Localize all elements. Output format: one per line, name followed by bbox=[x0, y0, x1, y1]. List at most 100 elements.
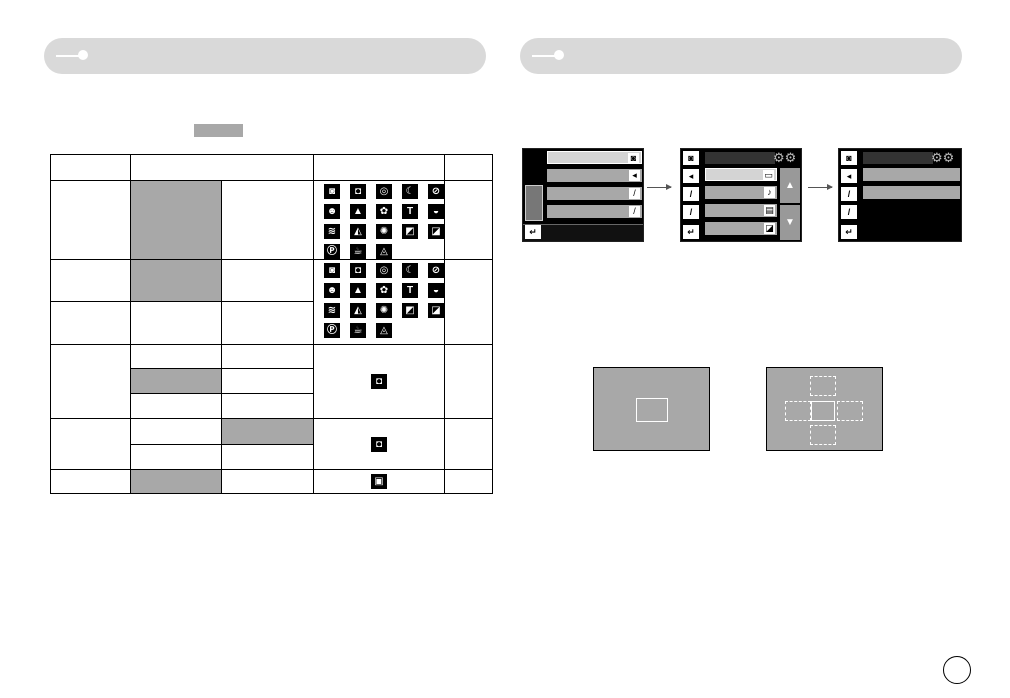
settings2-icon[interactable]: / bbox=[683, 205, 699, 219]
menu-row[interactable]: ◂ bbox=[547, 169, 642, 182]
program-icon: ◘ bbox=[371, 374, 387, 389]
cafe-icon: ☕ bbox=[350, 244, 366, 259]
table-icon-cell: ▣ bbox=[313, 469, 445, 494]
focus-frame-dashed bbox=[837, 401, 863, 421]
table-header-cell bbox=[130, 154, 314, 181]
macro-icon: ✿ bbox=[376, 204, 392, 219]
camera-icon: ◙ bbox=[628, 153, 639, 164]
dual-is-icon: ◎ bbox=[376, 184, 392, 199]
focus-frame-dashed bbox=[810, 425, 836, 445]
table-cell-shaded bbox=[130, 259, 222, 302]
scroll-up-button[interactable]: ▲ bbox=[780, 168, 800, 203]
submenu-row[interactable]: ▤ bbox=[705, 204, 777, 217]
focus-frame-dashed bbox=[810, 376, 836, 396]
program-icon: ◘ bbox=[371, 436, 387, 452]
camera-screen-2: ◙ ⚙⚙ ◂ / / ↵ ▭ ♪ ▤ ◪ ▲ ▼ bbox=[680, 148, 802, 242]
submenu-row[interactable]: ◪ bbox=[705, 222, 777, 235]
settings-table: ◙◘◎☾⊘☻▲✿T◒≋◭✺◩◪Ⓟ☕◬ ◙◘◎☾⊘☻▲✿T◒≋◭✺◩◪Ⓟ☕◬ ◘ bbox=[50, 154, 493, 494]
settings1-icon[interactable]: / bbox=[841, 187, 857, 201]
back-icon[interactable]: ↵ bbox=[525, 225, 541, 239]
night-icon: ☾ bbox=[402, 263, 418, 278]
settings1-icon: / bbox=[629, 188, 640, 199]
camera-icon: ◙ bbox=[683, 151, 699, 165]
side-scroll-panel[interactable] bbox=[525, 185, 543, 221]
self-shot-icon: ◪ bbox=[428, 224, 444, 239]
table-cell bbox=[50, 418, 131, 470]
sound-icon[interactable]: ◂ bbox=[841, 169, 857, 183]
children-icon: ◬ bbox=[376, 244, 392, 259]
table-cell-shaded bbox=[130, 180, 222, 260]
table-header-cell bbox=[50, 154, 131, 181]
table-cell bbox=[130, 444, 222, 470]
arrow-icon bbox=[647, 184, 672, 190]
table-icon-cell: ◘ bbox=[313, 344, 445, 419]
table-cell bbox=[50, 180, 131, 260]
submenu-row[interactable]: ♪ bbox=[705, 186, 777, 199]
table-cell-shaded bbox=[130, 469, 222, 494]
table-cell bbox=[444, 418, 493, 470]
option-row[interactable] bbox=[863, 186, 960, 199]
mode-icons-cell: ◙◘◎☾⊘☻▲✿T◒≋◭✺◩◪Ⓟ☕◬ bbox=[313, 259, 445, 345]
sound-icon[interactable]: ◂ bbox=[683, 169, 699, 183]
shaded-legend-swatch bbox=[194, 124, 243, 137]
table-cell bbox=[444, 259, 493, 345]
submenu-row-selected[interactable]: ▭ bbox=[705, 168, 777, 181]
table-cell-shaded bbox=[130, 368, 222, 394]
beach-icon: ◩ bbox=[402, 224, 418, 239]
program-icon: ◘ bbox=[350, 184, 366, 199]
camera-icon: ◙ bbox=[324, 184, 340, 199]
night-icon: ☾ bbox=[402, 184, 418, 199]
table-cell bbox=[221, 259, 314, 302]
table-cell bbox=[50, 259, 131, 302]
back-icon[interactable]: ↵ bbox=[841, 225, 857, 239]
table-cell bbox=[221, 393, 314, 419]
header-line-decoration bbox=[56, 55, 82, 57]
table-cell bbox=[221, 444, 314, 470]
nomenu-icon: ⊘ bbox=[428, 263, 444, 278]
header-dot-decoration bbox=[78, 50, 88, 60]
backlight-icon: ◭ bbox=[350, 303, 366, 318]
table-cell bbox=[50, 301, 131, 345]
settings1-icon[interactable]: / bbox=[683, 187, 699, 201]
option-row[interactable] bbox=[863, 168, 960, 181]
table-cell bbox=[221, 301, 314, 345]
table-cell bbox=[221, 368, 314, 394]
table-header-cell bbox=[444, 154, 493, 181]
table-cell bbox=[130, 301, 222, 345]
af-frame-center bbox=[593, 367, 710, 451]
menu-row[interactable]: / bbox=[547, 205, 642, 218]
sound-icon: ◂ bbox=[629, 170, 640, 181]
gear-icon: ⚙⚙ bbox=[773, 150, 797, 165]
bottom-menu-bar bbox=[523, 224, 643, 241]
settings2-icon: / bbox=[629, 206, 640, 217]
mode-icons-cell: ◙◘◎☾⊘☻▲✿T◒≋◭✺◩◪Ⓟ☕◬ bbox=[313, 180, 445, 260]
scroll-down-button[interactable]: ▼ bbox=[780, 205, 800, 240]
firework-icon: ✺ bbox=[376, 303, 392, 318]
macro-icon: ✿ bbox=[376, 283, 392, 298]
camera-screen-3: ◙ ⚙⚙ ◂ / / ↵ bbox=[838, 148, 962, 242]
table-header-cell bbox=[313, 154, 445, 181]
nomenu-icon: ⊘ bbox=[428, 184, 444, 199]
settings2-icon[interactable]: / bbox=[841, 205, 857, 219]
sunset-icon: ◒ bbox=[428, 204, 444, 219]
table-cell bbox=[50, 469, 131, 494]
firework-icon: ✺ bbox=[376, 224, 392, 239]
table-cell bbox=[50, 344, 131, 419]
dawn-icon: ≋ bbox=[324, 303, 340, 318]
landscape-icon: ▲ bbox=[350, 204, 366, 219]
menu-row[interactable]: / bbox=[547, 187, 642, 200]
dawn-icon: ≋ bbox=[324, 224, 340, 239]
movie-icon: ▣ bbox=[371, 474, 387, 489]
table-cell bbox=[221, 469, 314, 494]
back-icon[interactable]: ↵ bbox=[683, 225, 699, 239]
page-number-badge bbox=[943, 656, 971, 684]
section-header-right bbox=[520, 38, 962, 74]
table-cell-shaded bbox=[221, 418, 314, 445]
table-icon-cell: ◘ bbox=[313, 418, 445, 470]
sunset-icon: ◒ bbox=[428, 283, 444, 298]
quality-icon: ▤ bbox=[764, 205, 775, 216]
portrait-icon: ☻ bbox=[324, 204, 340, 219]
table-cell bbox=[130, 344, 222, 369]
menu-row-selected[interactable]: ◙ bbox=[547, 151, 642, 164]
af-frame-multi bbox=[766, 367, 883, 451]
